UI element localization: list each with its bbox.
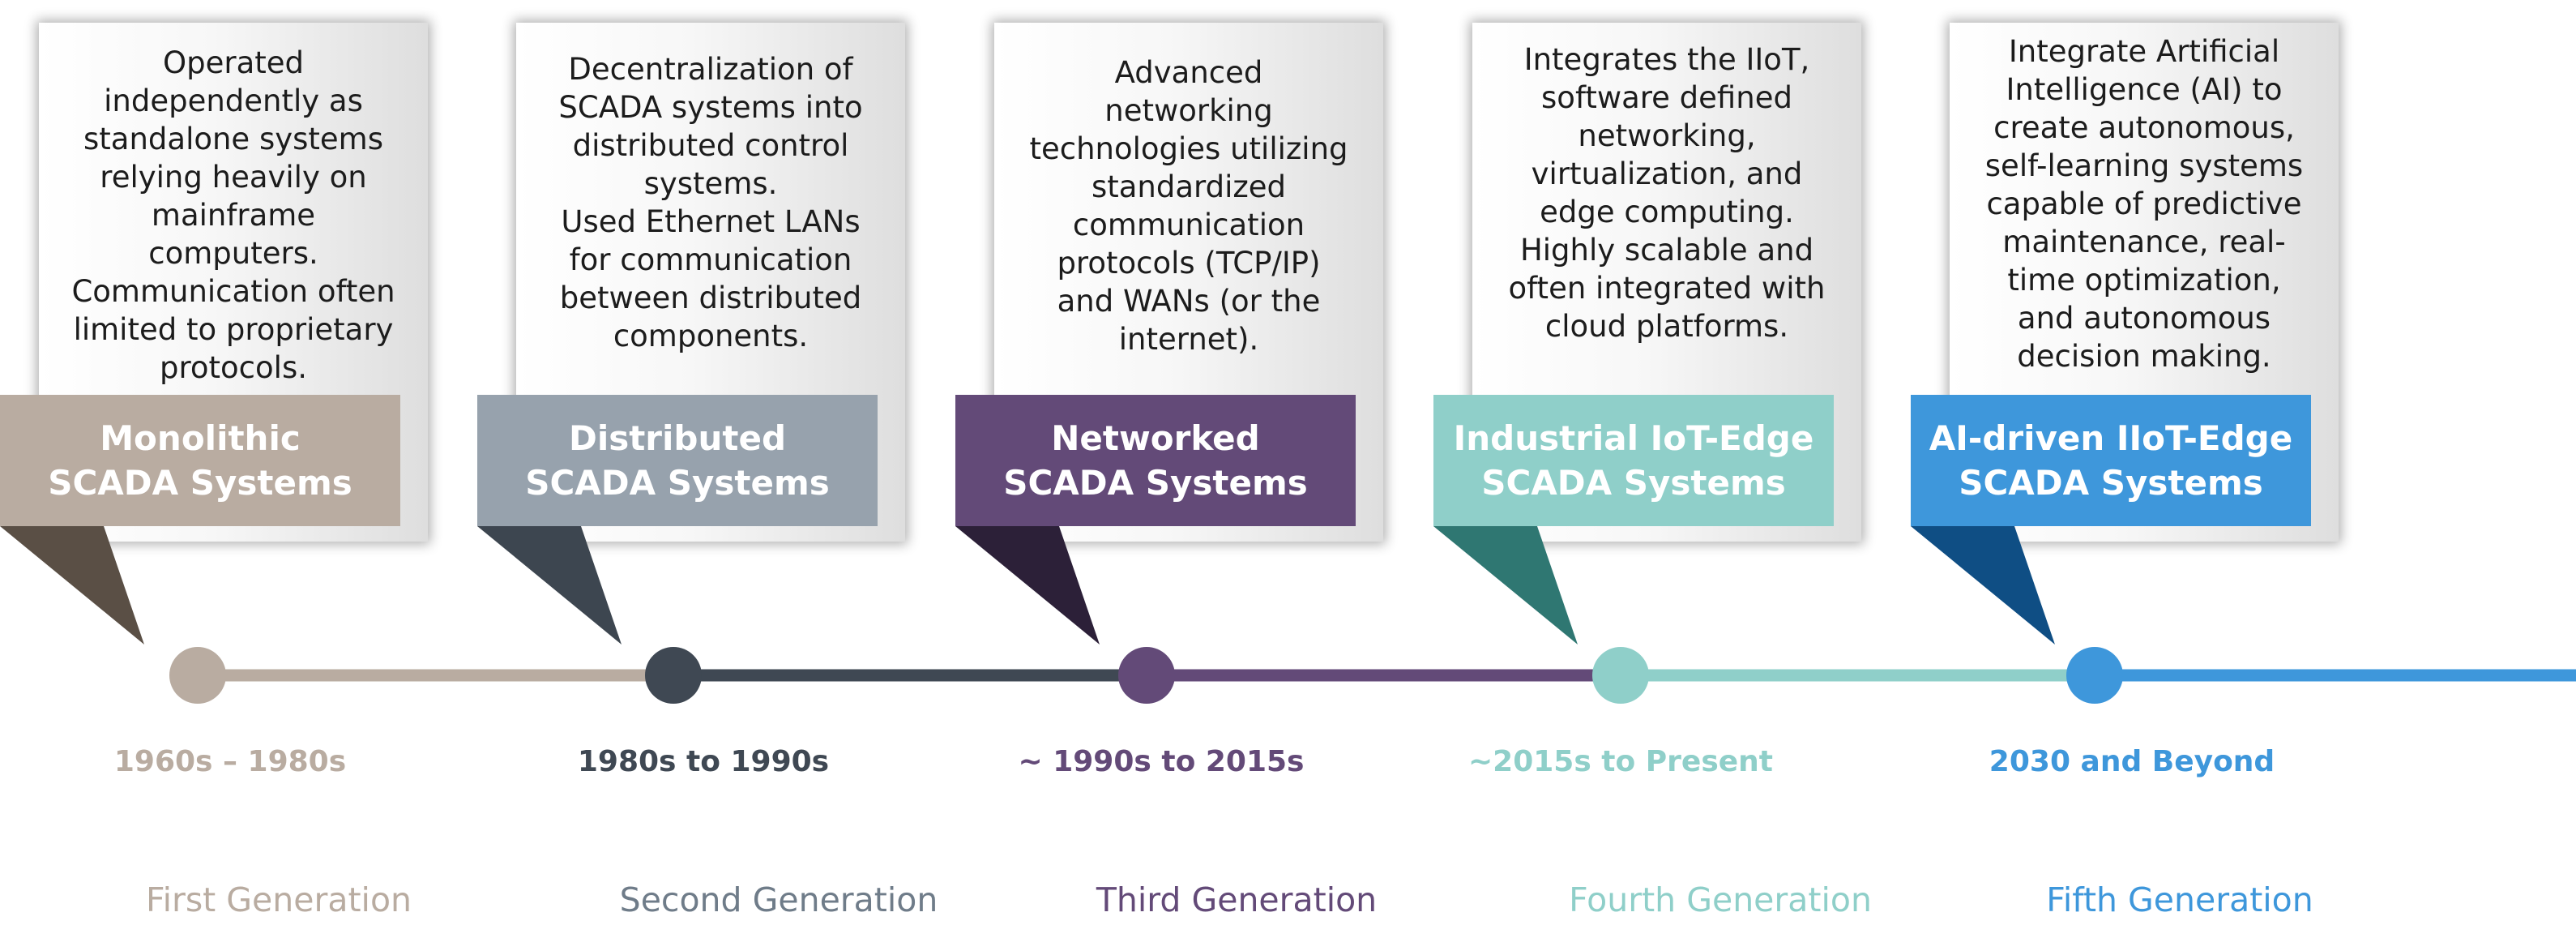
gen4-label: Fourth Generation	[1569, 880, 1872, 919]
gen2-description: Decentralization of SCADA systems into d…	[558, 52, 863, 353]
gen3-period: ~ 1990s to 2015s	[1018, 745, 1305, 778]
gen3-description: Advanced networking technologies utilizi…	[1029, 55, 1348, 357]
gen2-period: 1980s to 1990s	[577, 745, 830, 778]
gen1-period: 1960s – 1980s	[113, 745, 347, 778]
gen4-period: ~2015s to Present	[1467, 745, 1774, 778]
gen5-description: Integrate Artificial Intelligence (AI) t…	[1984, 34, 2304, 374]
gen2-pointer	[477, 526, 622, 645]
gen5-label: Fifth Generation	[2046, 880, 2313, 919]
timeline-track	[169, 647, 2576, 704]
gen3-title: Networked SCADA Systems	[955, 395, 1356, 526]
gen2-label: Second Generation	[619, 880, 938, 919]
gen4-pointer	[1433, 526, 1578, 645]
gen4-description: Integrates the IIoT, software defined ne…	[1508, 42, 1826, 344]
gen2-dot	[645, 647, 702, 704]
gen4-title: Industrial IoT-Edge SCADA Systems	[1433, 395, 1834, 526]
gen5-dot	[2066, 647, 2123, 704]
gen2-title: Distributed SCADA Systems	[477, 395, 878, 526]
gen1-label: First Generation	[145, 880, 412, 919]
gen1-title: Monolithic SCADA Systems	[0, 395, 400, 526]
gen5-title: AI-driven IIoT-Edge SCADA Systems	[1911, 395, 2311, 526]
gen1-pointer	[0, 526, 144, 645]
gen5-pointer	[1911, 526, 2055, 645]
gen1-description: Operated independently as standalone sys…	[71, 45, 395, 385]
gen3-pointer	[955, 526, 1100, 645]
gen4-dot	[1592, 647, 1649, 704]
gen3-dot	[1118, 647, 1175, 704]
gen3-label: Third Generation	[1096, 880, 1378, 919]
gen5-period: 2030 and Beyond	[1989, 745, 2275, 778]
gen1-dot	[169, 647, 226, 704]
